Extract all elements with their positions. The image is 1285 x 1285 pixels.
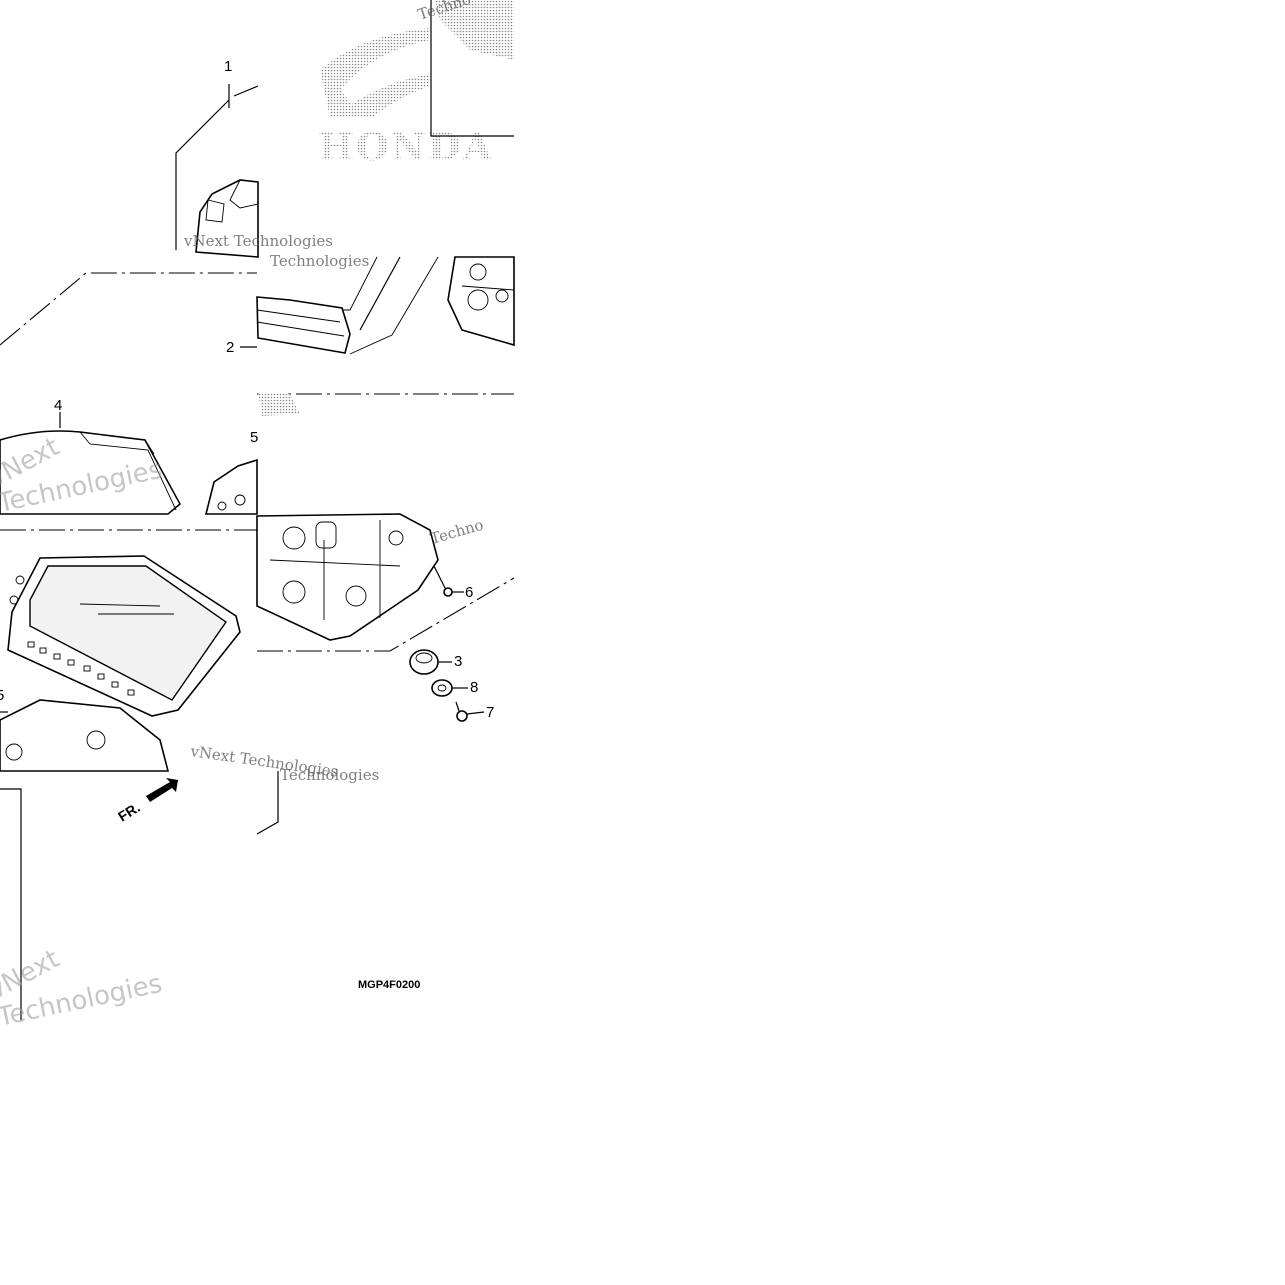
collar-8 (431, 679, 468, 697)
part-4-visor (0, 430, 182, 515)
callout-8: 8 (470, 679, 478, 696)
part-5-fragment (447, 256, 515, 347)
callout-2: 2 (226, 339, 234, 356)
watermark-logies: Technologies (270, 252, 369, 270)
meter-assembly (7, 555, 241, 717)
front-direction-label: FR. (115, 799, 143, 825)
tile-bottom-left: FR. vNext Technologies vNext Technologie… (0, 742, 340, 1033)
part-2-lower-case (256, 256, 439, 355)
drawing-code: MGP4F0200 (358, 979, 420, 991)
watermark-text: vNext Technologies (183, 232, 333, 250)
watermark-logies-2: Technologies (280, 766, 379, 784)
tile-middle-left: 4 5 vNext Technologies (0, 272, 258, 519)
connector-pins (27, 641, 135, 696)
callout-6: 6 (465, 584, 473, 601)
tile-lower-left: 5 (0, 529, 257, 772)
tile-middle-center: 2 Technologies (226, 252, 515, 416)
honda-wing-logo: HONDA (318, 28, 494, 169)
honda-logo-text: HONDA (318, 124, 494, 169)
watermark-techno-2: Techno (428, 516, 485, 548)
callout-5b: 5 (0, 687, 4, 704)
screw-6 (433, 565, 464, 597)
part-5-case-bottom (256, 513, 439, 641)
tile-lower-center: 6 3 8 7 Techno (256, 513, 515, 722)
tile-top-center: HONDA Techno (318, 0, 514, 169)
callout-5a: 5 (250, 429, 258, 446)
callout-4: 4 (54, 397, 62, 414)
callout-7: 7 (486, 704, 494, 721)
callout-1: 1 (224, 58, 232, 75)
front-arrow: FR. (115, 778, 178, 825)
tile-bottom-center: Technologies MGP4F0200 (256, 766, 420, 991)
screw-7 (455, 701, 485, 722)
part-1-fragment (195, 179, 259, 258)
callout-3: 3 (454, 653, 462, 670)
grommet-3 (409, 649, 452, 675)
tile-top-left: 1 vNext Technologies (175, 58, 333, 258)
